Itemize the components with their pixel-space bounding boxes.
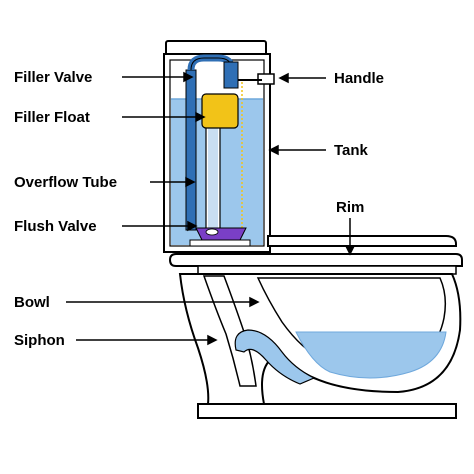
seat bbox=[168, 235, 463, 275]
handle bbox=[238, 73, 275, 230]
leader-lines bbox=[66, 71, 356, 346]
bowl bbox=[178, 273, 462, 419]
filler-float bbox=[201, 93, 239, 129]
label-handle: Handle bbox=[334, 70, 384, 87]
siphon bbox=[202, 275, 257, 387]
label-bowl: Bowl bbox=[14, 294, 50, 311]
label-siphon: Siphon bbox=[14, 332, 65, 349]
label-filler-float: Filler Float bbox=[14, 109, 90, 126]
flush-valve bbox=[189, 227, 251, 247]
label-flush-valve: Flush Valve bbox=[14, 218, 97, 235]
label-tank: Tank bbox=[334, 142, 369, 159]
label-rim: Rim bbox=[336, 199, 364, 216]
siphon-water bbox=[234, 329, 316, 385]
filler-valve bbox=[185, 54, 239, 231]
label-overflow-tube: Overflow Tube bbox=[14, 174, 117, 191]
overflow-tube bbox=[205, 119, 221, 231]
label-filler-valve: Filler Valve bbox=[14, 69, 92, 86]
tank-lid bbox=[165, 40, 267, 56]
bowl-water bbox=[295, 331, 447, 379]
bowl-base bbox=[197, 403, 457, 419]
